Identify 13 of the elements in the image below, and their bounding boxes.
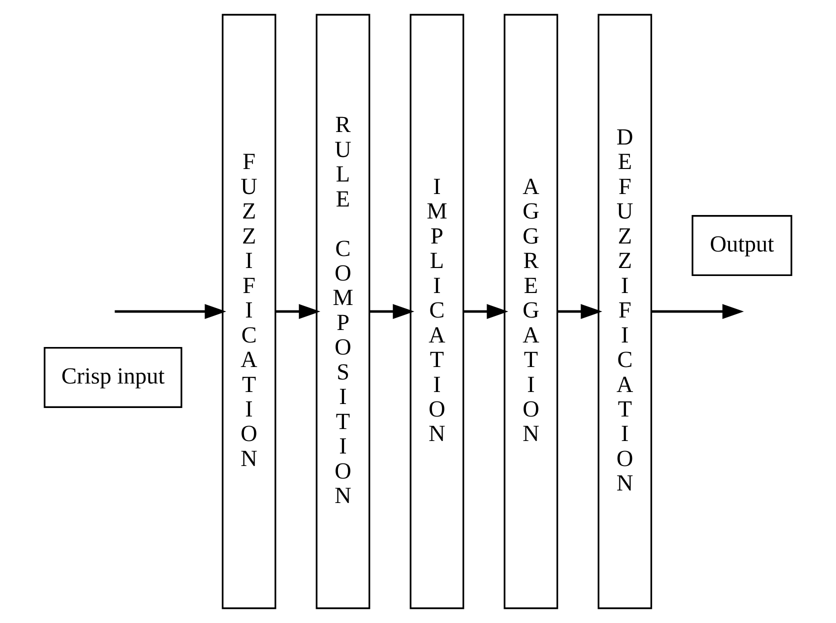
arrow xyxy=(463,304,508,320)
node-box: AGGREGATION xyxy=(504,14,558,610)
arrow xyxy=(114,304,226,320)
arrow xyxy=(275,304,320,320)
arrow xyxy=(652,304,744,320)
node-box: Output xyxy=(692,215,792,276)
arrow xyxy=(369,304,414,320)
node-box: RULE COMPOSITION xyxy=(316,14,370,610)
node-box: IMPLICATION xyxy=(410,14,464,610)
node-box: DEFUZZIFICATION xyxy=(598,14,652,610)
node-box: Crisp input xyxy=(44,346,182,408)
node-box: FUZZIFICATION xyxy=(222,14,276,610)
arrow xyxy=(557,304,602,320)
